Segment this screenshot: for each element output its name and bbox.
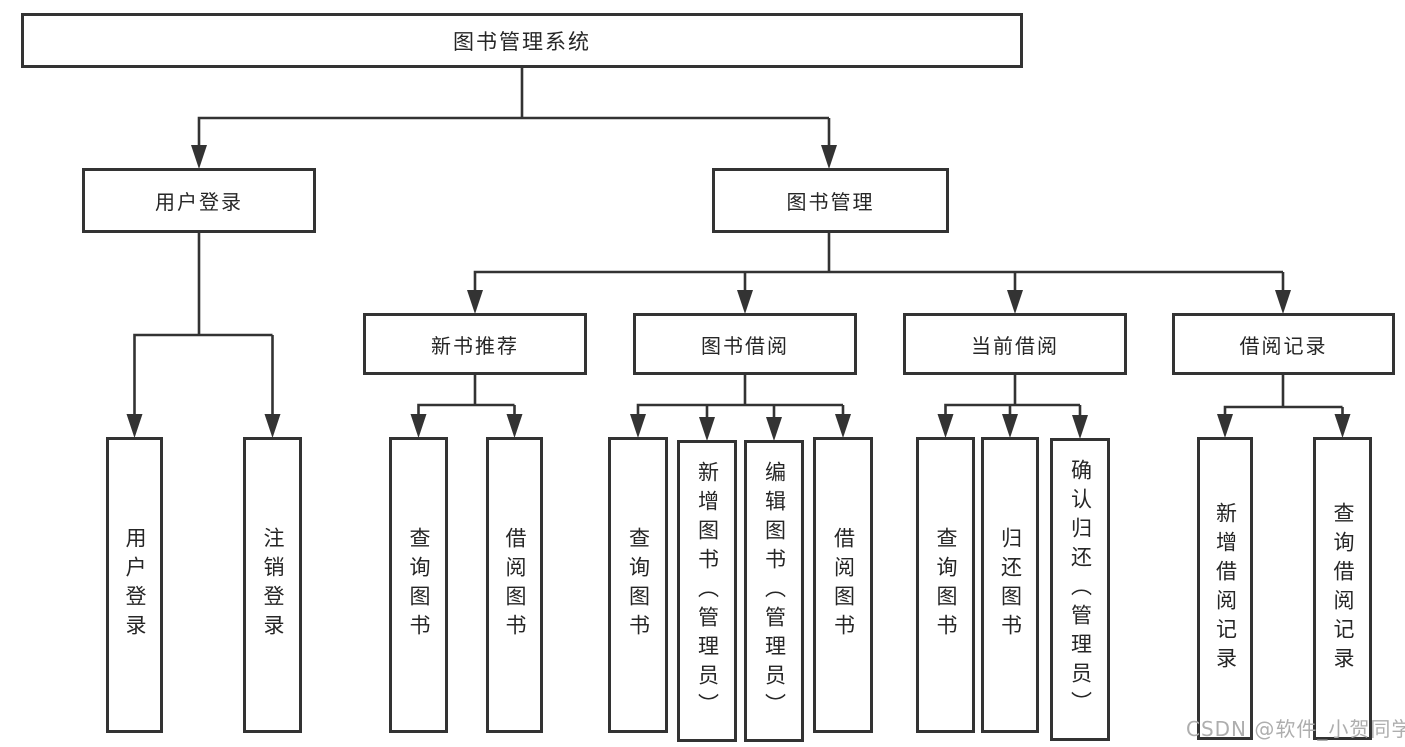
leaf-current-confirm-return-admin: 确认归还（管理员） — [1050, 438, 1110, 741]
leaf-recommend-borrow-books-label: 借阅图书 — [503, 527, 527, 643]
leaf-records-query-record-label: 查询借阅记录 — [1331, 501, 1355, 676]
leaf-current-return-books-label: 归还图书 — [998, 527, 1023, 643]
leaf-current-query-books: 查询图书 — [916, 437, 975, 733]
leaf-records-query-record: 查询借阅记录 — [1313, 437, 1372, 740]
branch-book-management-label: 图书管理 — [786, 190, 875, 214]
leaf-current-query-books-label: 查询图书 — [934, 527, 958, 643]
leaf-logout-label: 注销登录 — [261, 527, 285, 643]
section-new-book-recommendation-label: 新书推荐 — [431, 333, 519, 358]
leaf-borrowing-edit-books-admin-label: 编辑图书（管理员） — [762, 460, 787, 722]
section-borrowing-records-label: 借阅记录 — [1239, 333, 1328, 358]
section-current-borrowing: 当前借阅 — [903, 313, 1127, 375]
section-new-book-recommendation: 新书推荐 — [363, 313, 587, 375]
leaf-records-add-record-label: 新增借阅记录 — [1213, 501, 1238, 676]
leaf-current-confirm-return-admin-label: 确认归还（管理员） — [1068, 459, 1093, 720]
leaf-user-login: 用户登录 — [106, 437, 163, 733]
leaf-borrowing-add-books-admin: 新增图书（管理员） — [677, 440, 737, 742]
leaf-recommend-query-books-label: 查询图书 — [407, 527, 431, 643]
leaf-logout: 注销登录 — [243, 437, 302, 733]
leaf-borrowing-add-books-admin-label: 新增图书（管理员） — [695, 460, 720, 722]
section-borrowing-records: 借阅记录 — [1172, 313, 1395, 375]
root-node-title: 图书管理系统 — [453, 29, 591, 54]
section-book-borrowing-label: 图书借阅 — [701, 333, 789, 358]
leaf-recommend-query-books: 查询图书 — [389, 437, 448, 733]
leaf-borrowing-query-books-label: 查询图书 — [626, 527, 651, 643]
leaf-borrowing-edit-books-admin: 编辑图书（管理员） — [744, 440, 804, 742]
branch-user-login-label: 用户登录 — [155, 190, 243, 214]
csdn-watermark: CSDN @软件_小贺同学 — [1186, 717, 1405, 741]
section-book-borrowing: 图书借阅 — [633, 313, 857, 375]
root-node-library-system: 图书管理系统 — [21, 13, 1023, 68]
leaf-borrowing-borrow-books: 借阅图书 — [813, 437, 873, 733]
branch-user-login: 用户登录 — [82, 168, 316, 233]
leaf-current-return-books: 归还图书 — [981, 437, 1039, 733]
leaf-borrowing-borrow-books-label: 借阅图书 — [831, 527, 856, 643]
leaf-recommend-borrow-books: 借阅图书 — [486, 437, 543, 733]
branch-book-management: 图书管理 — [712, 168, 949, 233]
leaf-borrowing-query-books: 查询图书 — [608, 437, 668, 733]
section-current-borrowing-label: 当前借阅 — [971, 333, 1059, 358]
leaf-records-add-record: 新增借阅记录 — [1197, 437, 1253, 740]
leaf-user-login-label: 用户登录 — [123, 527, 147, 643]
